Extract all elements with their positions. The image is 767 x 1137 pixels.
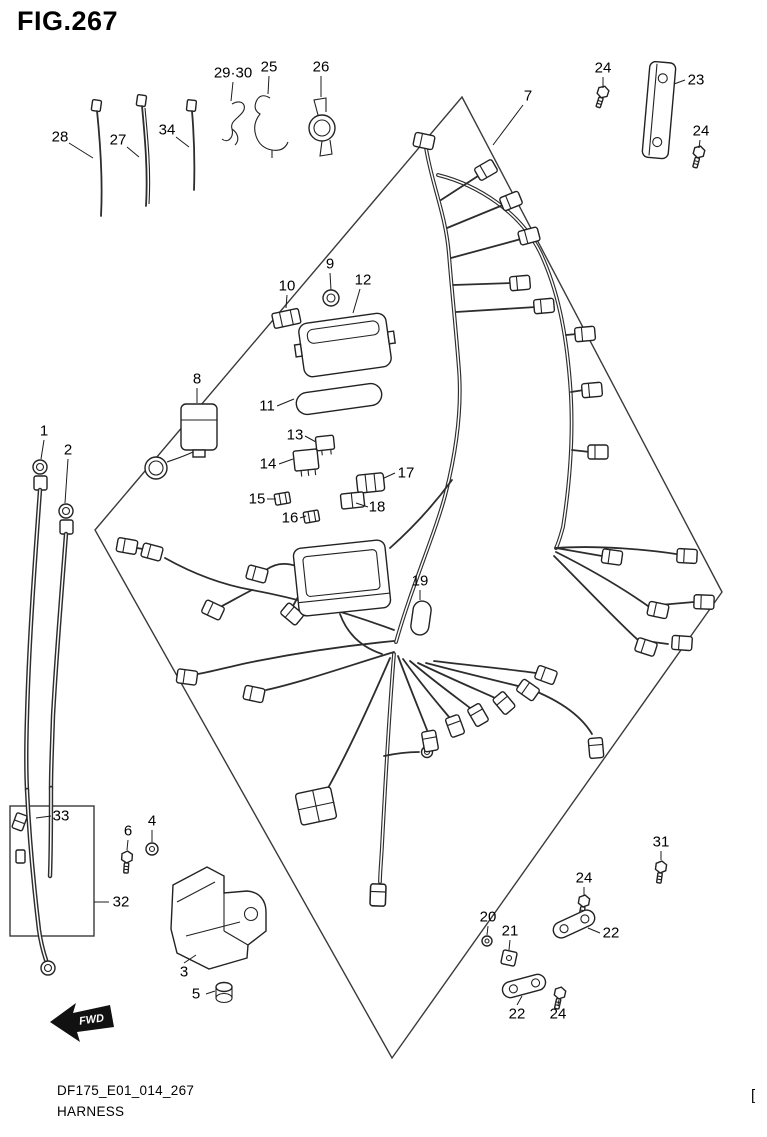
main-box-outline: [94, 95, 723, 1060]
cable-tie-27-icon: [135, 93, 151, 207]
clamp-33-icon: [11, 812, 28, 832]
footer-part-code: DF175_E01_014_267: [57, 1083, 195, 1098]
relay-13-icon: [314, 434, 336, 456]
battery-lead-2-icon: [47, 503, 74, 879]
footer-part-name: HARNESS: [57, 1104, 125, 1119]
clamp-26-icon: [308, 97, 336, 157]
fuse-16-icon: [302, 509, 321, 524]
figure-title: FIG.267: [17, 6, 119, 36]
fwd-arrow-icon: FWD: [50, 1003, 114, 1042]
grommet-5-icon: [215, 981, 233, 1004]
bolt-24-right-icon: [689, 144, 707, 170]
bracket-23-icon: [641, 60, 677, 160]
clamp-25-icon: [254, 95, 289, 158]
gasket-11-icon: [295, 382, 383, 416]
loose-part-icons: [11, 60, 707, 1011]
nut-21-icon: [500, 949, 518, 967]
washer-20-icon: [481, 935, 493, 947]
bolt-24-bottom-icon: [550, 985, 568, 1011]
connector-18-icon: [339, 491, 366, 510]
tube-19-icon: [410, 600, 432, 636]
page-corner-mark: [: [751, 1087, 756, 1104]
bracket-22-upper-icon: [552, 909, 596, 939]
fwd-label: FWD: [78, 1012, 105, 1027]
fuse-15-icon: [273, 491, 292, 506]
terminal-lug-icon: [15, 849, 26, 864]
relay-14-icon: [292, 448, 320, 477]
bracket-22-lower-icon: [501, 973, 547, 999]
harness-connector-icons: [115, 131, 715, 908]
washer-4-icon: [145, 842, 159, 856]
cap-9-icon: [322, 289, 340, 307]
clip-29-30-icon: [221, 101, 245, 146]
bolt-24-top-icon: [592, 83, 611, 110]
cable-tie-28-icon: [90, 98, 103, 217]
leader-lines: [35, 75, 701, 1006]
cable-tie-34-icon: [185, 99, 198, 191]
connector-17-icon: [355, 472, 386, 494]
bracket-3-icon: [170, 866, 267, 970]
bolt-6-icon: [119, 849, 134, 875]
fuse-box-housing-icon: [292, 539, 392, 617]
bolt-31-icon: [652, 859, 668, 885]
part-10-icon: [271, 307, 302, 329]
fuse-box-12-icon: [293, 312, 396, 378]
relay-8-icon: [144, 403, 218, 480]
battery-lead-1-icon: [24, 459, 56, 976]
large-connector-icon: [294, 786, 338, 826]
wire-harness-drawing: [115, 131, 715, 908]
